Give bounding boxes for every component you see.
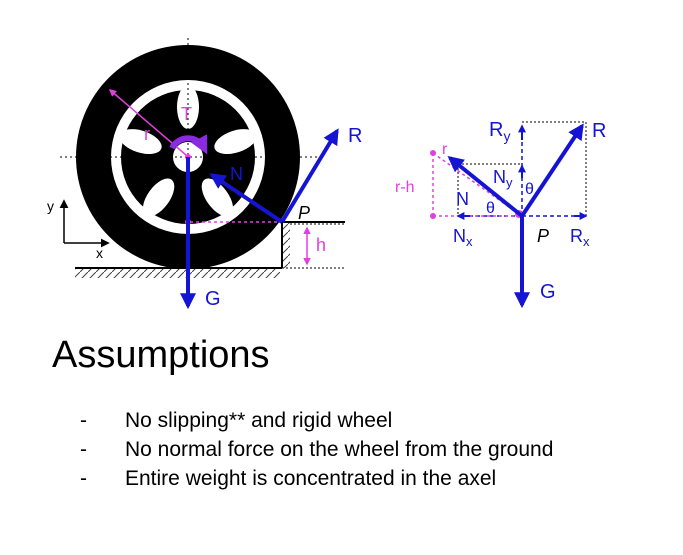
fbd-top-dot (430, 150, 436, 156)
step-height-label: h (316, 235, 326, 255)
assumptions-title: Assumptions (52, 334, 270, 376)
list-item: - Entire weight is concentrated in the ax… (80, 466, 640, 491)
list-item-text: No slipping** and rigid wheel (125, 409, 393, 432)
fbd-reaction-label: R (592, 120, 606, 142)
axis-x-label: x (96, 245, 103, 261)
reaction-label: R (348, 125, 362, 147)
fbd-rx-label: Rx (570, 226, 590, 249)
bullet-marker: - (80, 467, 87, 490)
list-item: - No normal force on the wheel from the g… (80, 437, 640, 462)
fbd-nx-label: Nx (453, 226, 473, 249)
fbd-r-minus-h-label: r-h (395, 179, 415, 196)
fbd-normal-arrow (447, 155, 524, 218)
fbd-ny-sub: y (506, 175, 513, 190)
torque-arc (169, 134, 208, 155)
fbd-reaction-arrow (520, 123, 584, 218)
free-body-diagram: T r N R P h G y x R Ry (47, 38, 606, 310)
step-edge (281, 221, 345, 268)
contact-point-label: P (298, 203, 310, 223)
fbd-nx-sub: x (466, 234, 473, 249)
axis-y-label: y (47, 198, 54, 214)
fbd-normal-label: N (456, 189, 469, 209)
weight-label: G (205, 288, 221, 310)
radius-label: r (144, 124, 150, 144)
fbd-angle-upper: θ (525, 181, 534, 198)
fbd-rx-sub: x (583, 234, 590, 249)
fbd-nx-main: N (453, 226, 466, 246)
torque-label: T (181, 104, 192, 124)
normal-label: N (230, 164, 243, 184)
fbd-bottom-dot (430, 213, 436, 219)
fbd-rx-main: R (570, 226, 583, 246)
fbd-contact-point-label: P (537, 226, 549, 246)
fbd-ny-label: Ny (493, 167, 513, 190)
ground-hatching (75, 269, 280, 278)
list-item-text: Entire weight is concentrated in the axe… (125, 467, 497, 490)
bullet-marker: - (80, 438, 87, 461)
assumptions-list: - No slipping** and rigid wheel - No norma… (80, 408, 640, 495)
reaction-force-arrow (280, 128, 339, 224)
wheel-figure: T r N R P h G y x (47, 38, 362, 310)
fbd-ry-sub: y (503, 128, 510, 144)
fbd-weight-label: G (540, 281, 556, 303)
fbd-ny-main: N (493, 167, 506, 187)
rim-openings (119, 85, 257, 217)
fbd-ry-label: Ry (489, 119, 510, 144)
list-item: - No slipping** and rigid wheel (80, 408, 640, 433)
fbd-figure: R Ry Ny N Nx Rx θ θ r r-h P G (395, 119, 606, 309)
fbd-angle-lower: θ (486, 200, 495, 217)
normal-force-arrow (209, 173, 284, 224)
fbd-radius-label: r (442, 141, 448, 158)
bullet-marker: - (80, 409, 87, 432)
list-item-text: No normal force on the wheel from the gr… (125, 438, 554, 461)
step-hatching (282, 222, 290, 268)
fbd-ry-main: R (489, 119, 503, 141)
